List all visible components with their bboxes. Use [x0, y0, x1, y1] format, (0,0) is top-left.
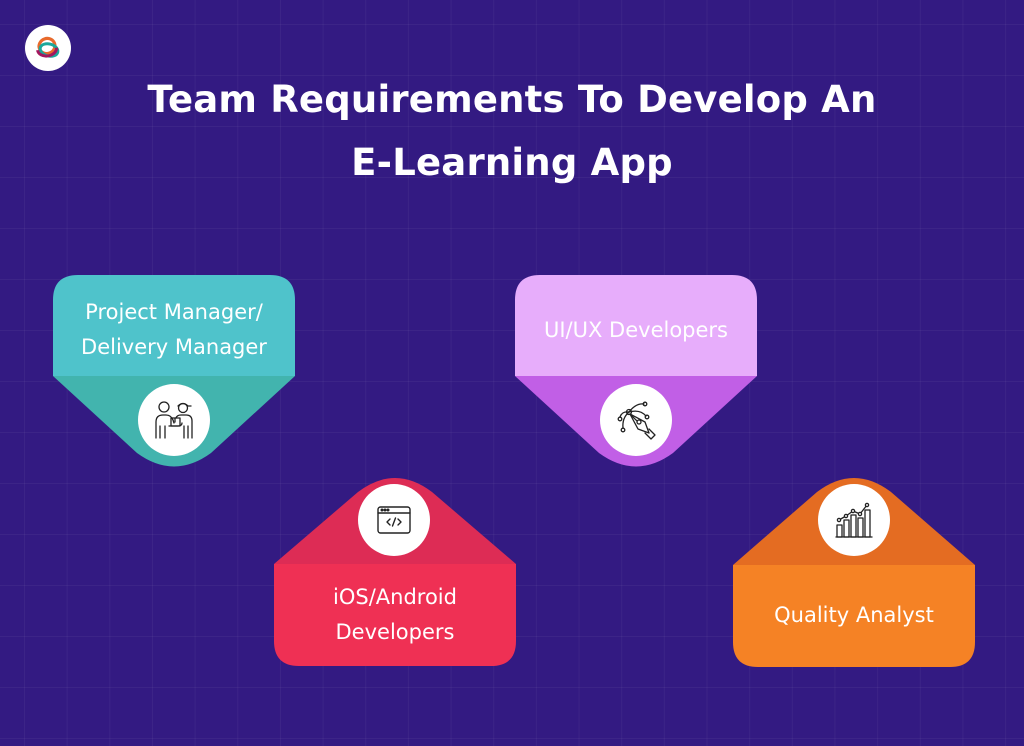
card-label-line-1: Project Manager/ — [85, 300, 263, 324]
card-ios-android-developers: iOS/Android Developers — [274, 470, 516, 667]
handover-people-icon — [155, 401, 193, 439]
brand-rings-icon — [36, 36, 60, 58]
page-title-line-1: Team Requirements To Develop An — [147, 78, 877, 121]
card-label-line-2: Delivery Manager — [81, 335, 267, 359]
card-label: Quality Analyst — [774, 603, 934, 627]
icon-badge — [818, 484, 890, 556]
pen-tool-bezier-icon — [617, 401, 656, 440]
card-project-manager: Project Manager/ Delivery Manager — [53, 275, 295, 471]
code-window-icon — [377, 506, 411, 534]
brand-logo — [25, 25, 71, 71]
card-ui-ux-developers: UI/UX Developers — [515, 275, 757, 471]
card-label-line-1: iOS/Android — [333, 585, 457, 609]
icon-badge — [138, 384, 210, 456]
card-quality-analyst: Quality Analyst — [733, 470, 975, 668]
icon-badge — [600, 384, 672, 456]
card-label: UI/UX Developers — [543, 318, 729, 342]
bar-line-chart-icon — [835, 502, 873, 538]
card-label-line-2: Developers — [335, 620, 455, 644]
icon-badge — [358, 484, 430, 556]
page-title-line-2: E-Learning App — [351, 141, 673, 184]
